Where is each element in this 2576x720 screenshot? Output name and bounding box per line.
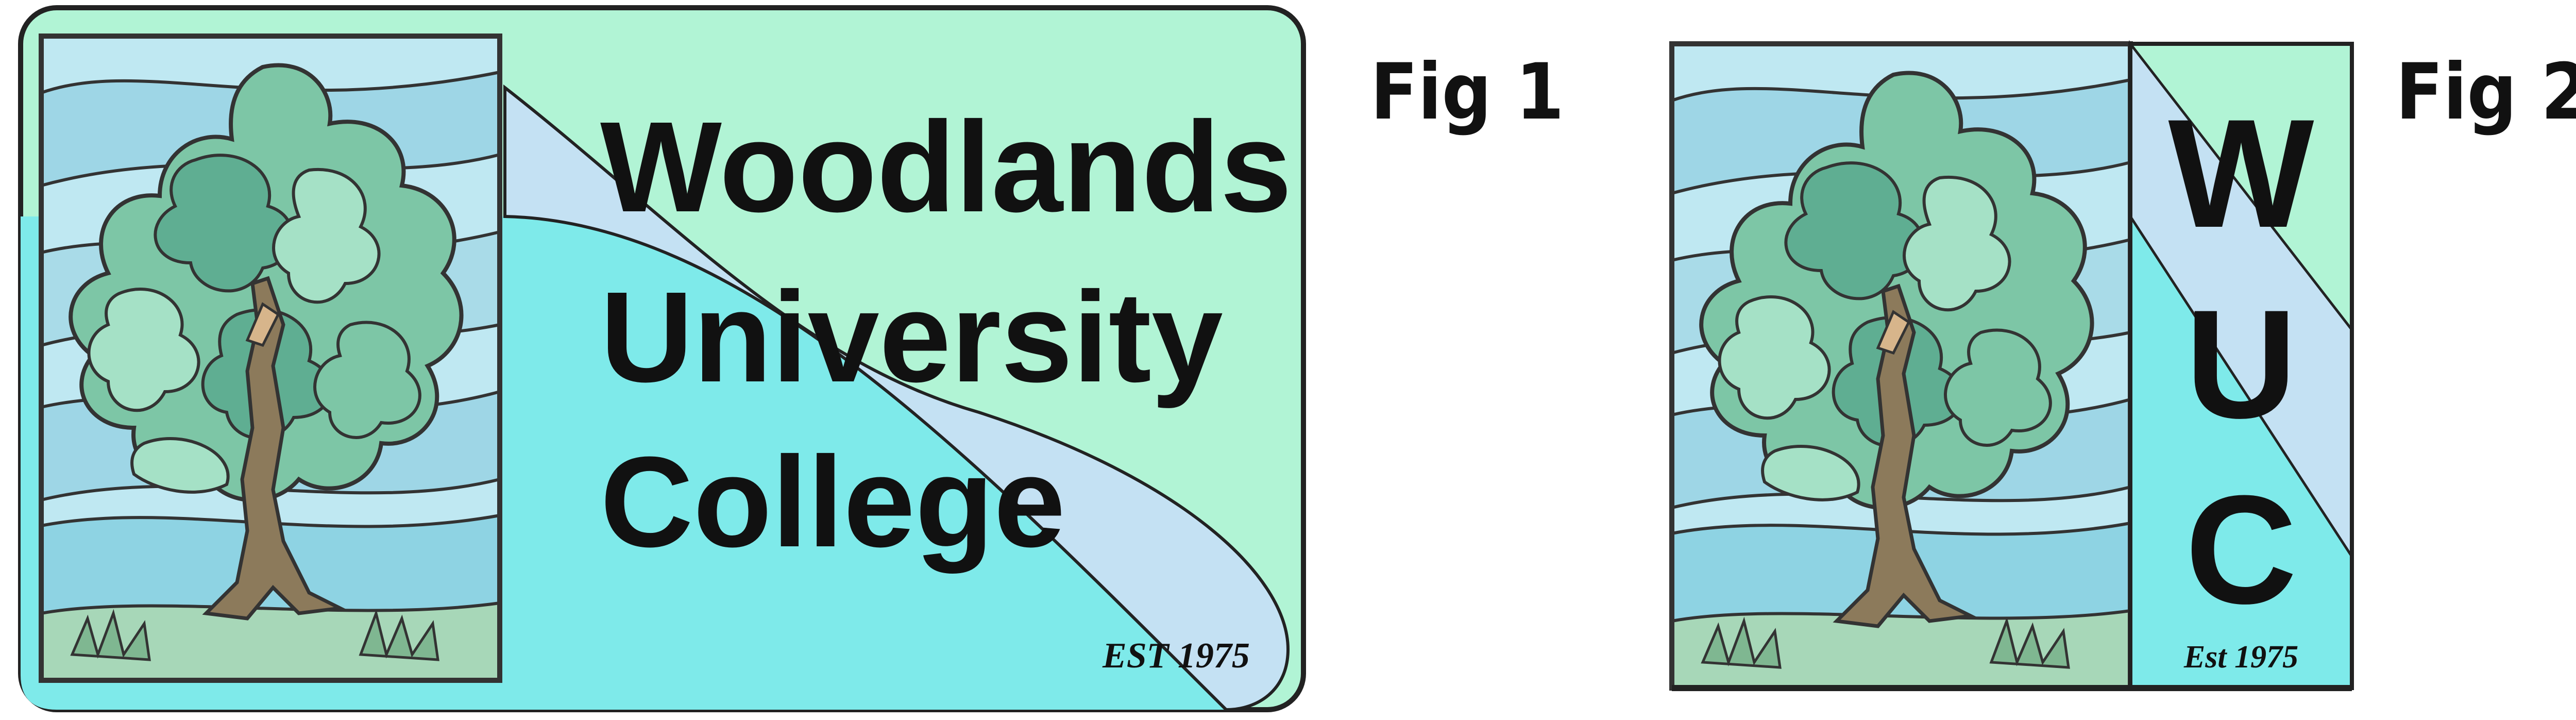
fig2-letter-w: W: [2168, 87, 2315, 260]
fig2-caption: Fig 2: [2396, 47, 2576, 137]
fig1-blue-band: [503, 84, 1290, 712]
tree-illustration-icon: [1672, 44, 2130, 688]
fig1-wordmark-line3: College: [600, 430, 1065, 574]
fig2-logo: W U C Est 1975: [1672, 40, 2354, 691]
fig2-letter-u: U: [2185, 277, 2297, 450]
fig2-letter-c: C: [2185, 463, 2297, 636]
tree-illustration-icon: [41, 36, 500, 680]
fig1-wordmark-line1: Woodlands: [600, 95, 1292, 239]
fig2-est-label: Est 1975: [2183, 640, 2298, 675]
fig1-logo: Woodlands University College EST 1975: [18, 5, 1306, 712]
fig1-est-label: EST 1975: [1102, 636, 1250, 676]
fig1-wordmark-line2: University: [600, 265, 1223, 409]
fig1-caption: Fig 1: [1370, 47, 1564, 137]
